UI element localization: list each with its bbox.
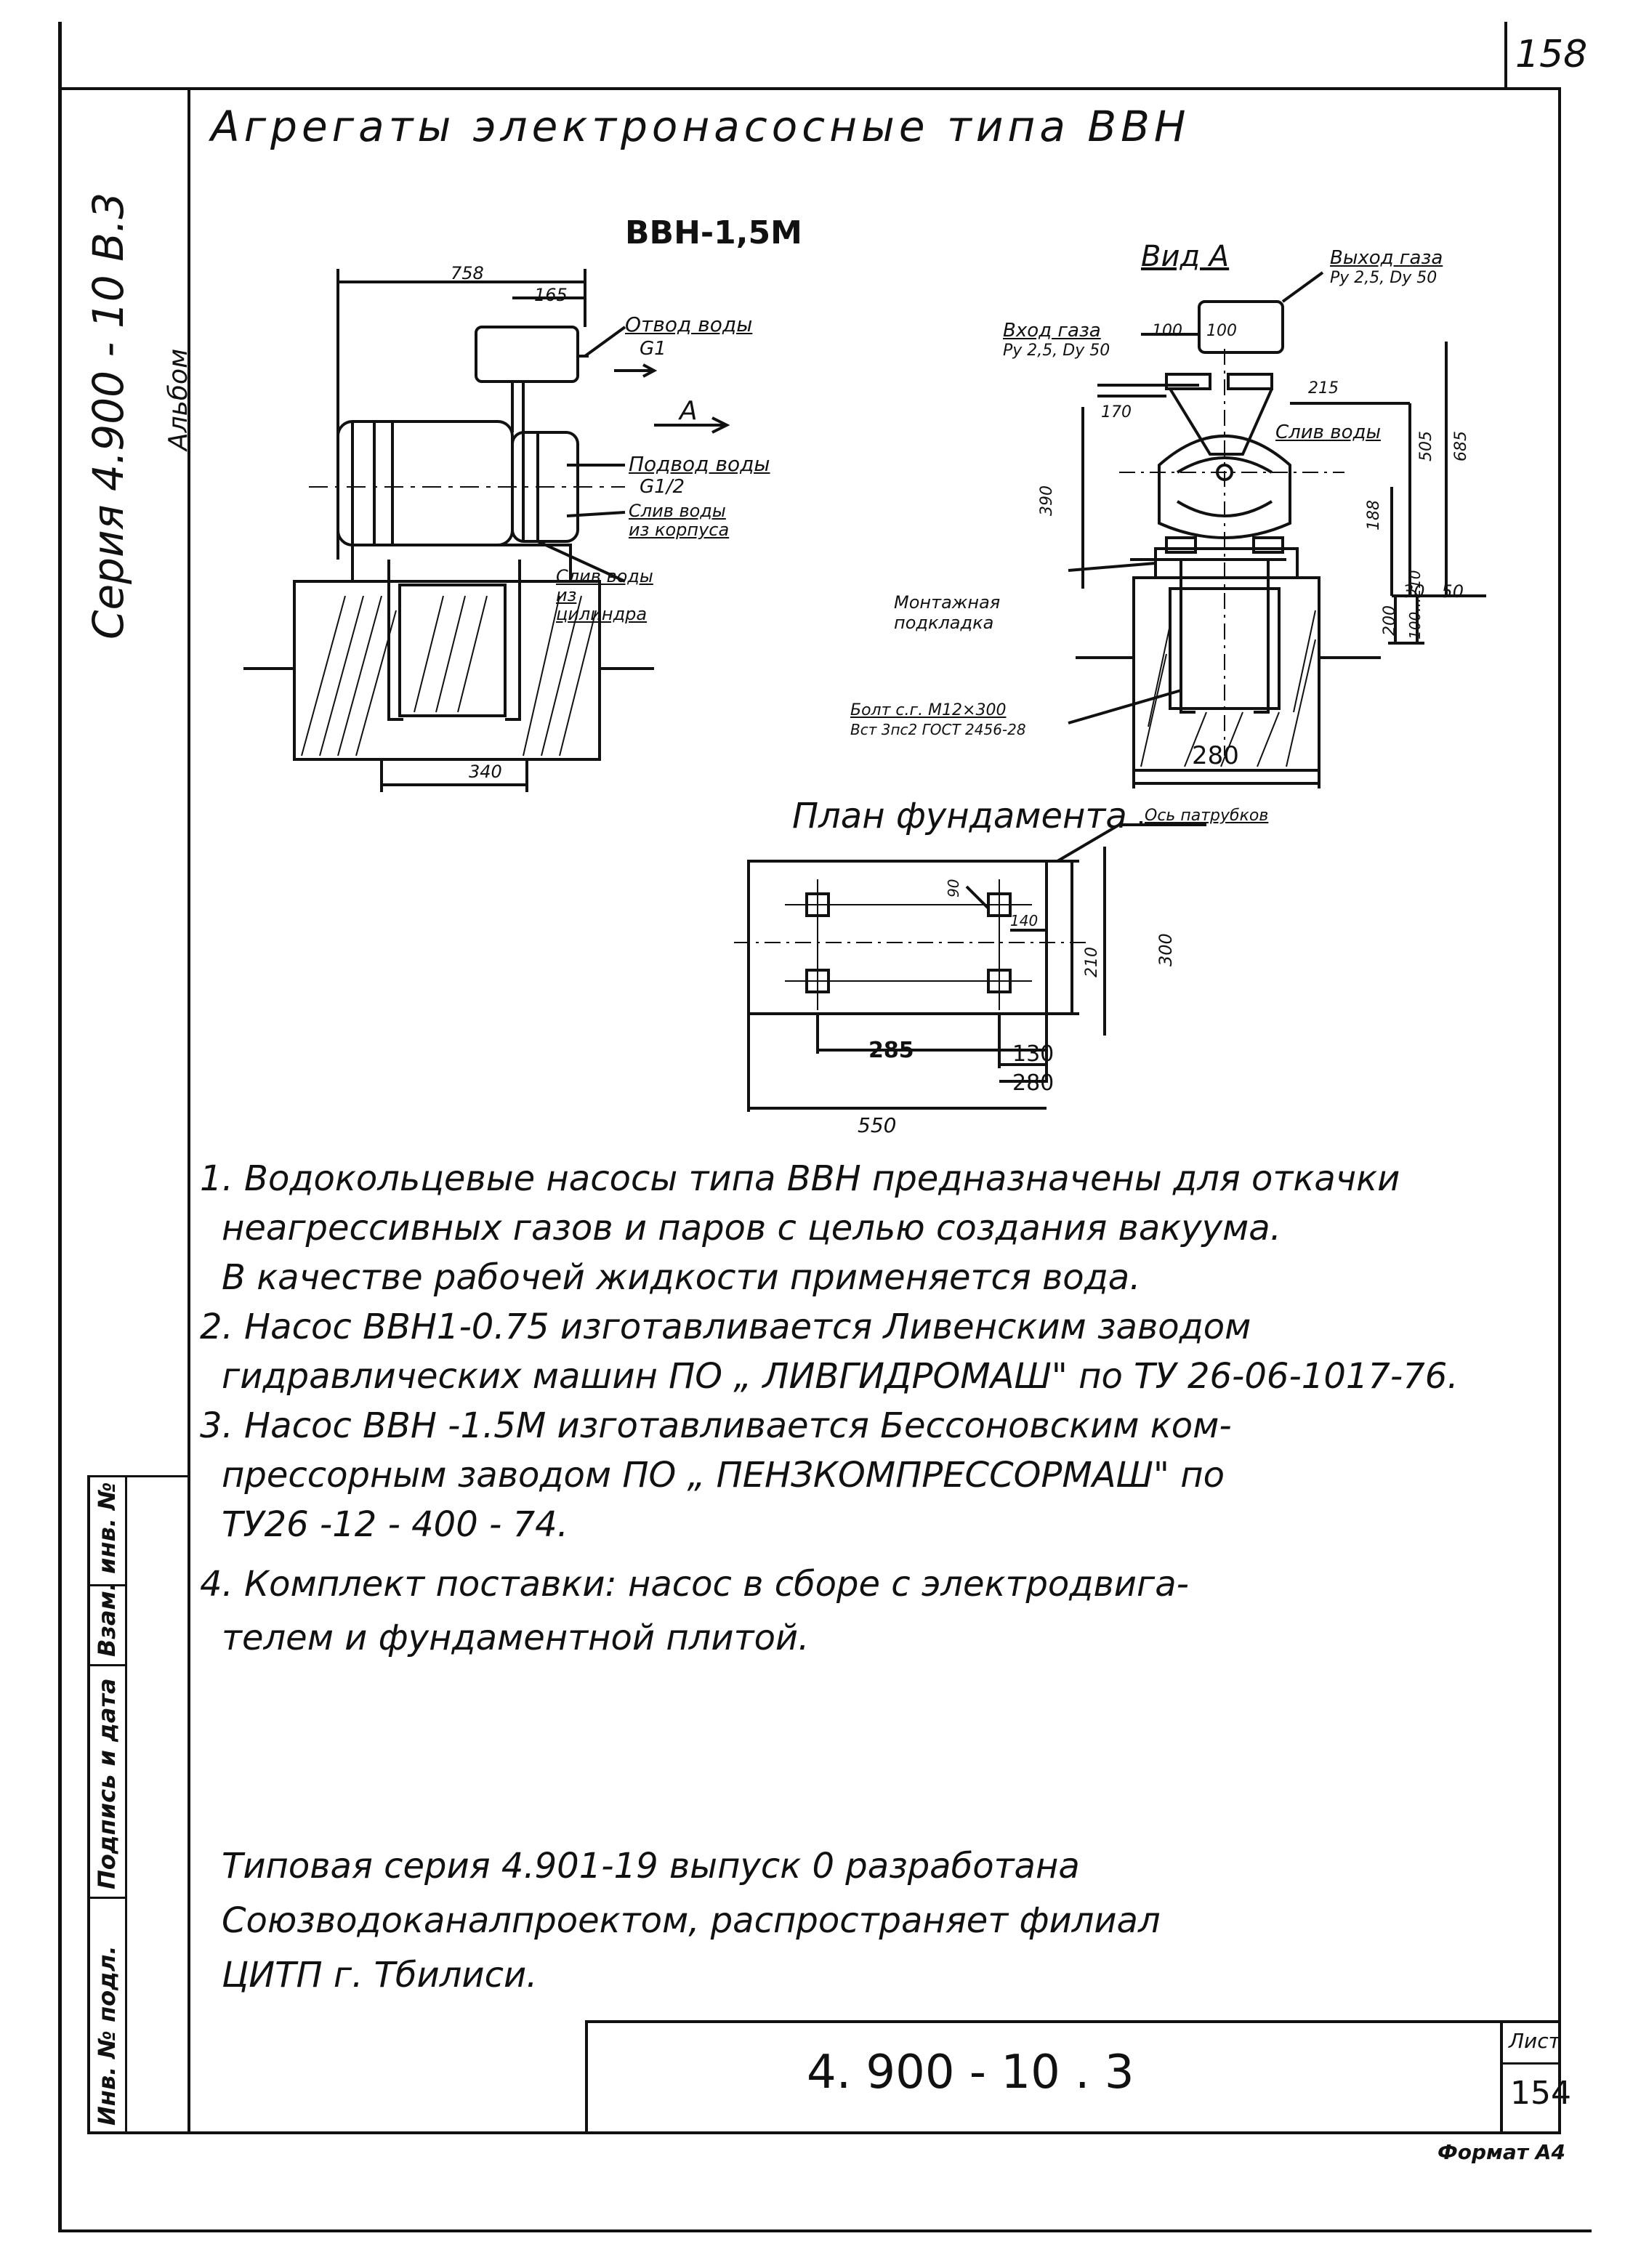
stamp-left-border xyxy=(585,2020,588,2133)
gas-inlet-label: Вход газа xyxy=(1003,320,1101,342)
water-drain-label: Слив воды xyxy=(1275,421,1381,443)
plan-dim-280: 280 xyxy=(1012,1070,1055,1096)
dim-30-50: 30...50 xyxy=(1403,581,1464,602)
sheet-number: 154 xyxy=(1510,2075,1571,2112)
sheet-label: Лист xyxy=(1509,2029,1560,2053)
corner-page-number: 158 xyxy=(1515,33,1588,76)
side-col-mid xyxy=(125,1475,127,2133)
note-line-1: 1. Водокольцевые насосы типа ВВН предназ… xyxy=(200,1158,1400,1199)
note-line-3: В качестве рабочей жидкости применяется … xyxy=(222,1257,1141,1298)
note-line-8: ТУ26 -12 - 400 - 74. xyxy=(222,1504,568,1545)
side-col-left xyxy=(87,1475,90,2133)
dim-390: 390 xyxy=(1038,485,1056,516)
note-line-2: неагрессивных газов и паров с целью созд… xyxy=(222,1208,1281,1248)
inner-border-bottom xyxy=(87,2131,1561,2134)
water-outlet-size: G1 xyxy=(640,338,666,360)
corner-box-left xyxy=(1504,22,1507,90)
side-col-top xyxy=(87,1475,189,1477)
right-view-drawing xyxy=(1068,271,1486,788)
dim-280-view: 280 xyxy=(1192,741,1239,770)
plan-dim-140: 140 xyxy=(1010,912,1039,929)
note-line-5: гидравлических машин ПО „ ЛИВГИДРОМАШ" п… xyxy=(222,1356,1459,1397)
sheet-title: Агрегаты электронасосные типа ВВН xyxy=(211,102,1190,151)
dim-188: 188 xyxy=(1365,500,1383,530)
left-view-title: ВВН-1,5М xyxy=(625,214,802,251)
side-sep-3 xyxy=(87,1584,127,1586)
water-outlet-label: Отвод воды xyxy=(625,312,753,336)
drain-body-label: Слив воды из корпуса xyxy=(629,501,730,540)
inner-border-left xyxy=(188,87,190,2133)
album-label: Альбом xyxy=(164,348,193,451)
dim-505: 505 xyxy=(1417,431,1435,461)
water-supply-size: G1/2 xyxy=(640,476,685,498)
dim-215: 215 xyxy=(1308,379,1339,397)
dim-200: 200 xyxy=(1381,605,1399,636)
stamp-sheet-hline xyxy=(1500,2062,1561,2065)
plan-dim-130: 130 xyxy=(1012,1041,1055,1067)
stamp-top-border xyxy=(585,2020,1561,2023)
plan-dim-550: 550 xyxy=(858,1113,897,1137)
dim-758: 758 xyxy=(451,263,484,283)
side-sep-2 xyxy=(87,1664,127,1666)
plan-leader-label: Ось патрубков xyxy=(1145,807,1269,825)
foundation-plan-drawing xyxy=(734,821,1206,1112)
gas-outlet-spec: Ру 2,5, Dу 50 xyxy=(1330,269,1438,287)
footer-line-3: ЦИТП г. Тбилиси. xyxy=(222,1955,538,1995)
stamp-sheet-divider xyxy=(1500,2020,1503,2133)
arrow-a-label: А xyxy=(680,396,698,426)
doc-number: 4. 900 - 10 . 3 xyxy=(807,2046,1134,2099)
outer-border-left xyxy=(58,22,62,2231)
side-label-inv-podl: Инв. № подл. xyxy=(93,1945,121,2126)
format-label: Формат А4 xyxy=(1438,2140,1565,2164)
bolts-label: Болт с.г. М12×300 xyxy=(850,701,1007,719)
side-label-vzam: Взам. инв. № xyxy=(93,1482,121,1657)
drain-cylinder-label: Слив воды из цилиндра xyxy=(556,566,653,624)
outer-border-bottom xyxy=(58,2229,1592,2232)
series-label: Серия 4.900 - 10 В.3 xyxy=(84,192,133,639)
left-view-drawing xyxy=(243,269,730,792)
dim-100-210: 100...210 xyxy=(1406,570,1424,639)
footer-line-2: Союзводоканалпроектом, распространяет фи… xyxy=(222,1900,1161,1941)
dim-100a: 100 xyxy=(1152,322,1182,340)
dim-100b: 100 xyxy=(1206,322,1237,340)
dim-165: 165 xyxy=(534,285,568,305)
gas-outlet-label: Выход газа xyxy=(1330,247,1443,269)
note-line-10: телем и фундаментной плитой. xyxy=(222,1618,810,1658)
plan-dim-300: 300 xyxy=(1156,933,1176,966)
side-label-podpis: Подпись и дата xyxy=(93,1678,121,1889)
corner-box-bottom xyxy=(1504,87,1561,90)
footer-line-1: Типовая серия 4.901-19 выпуск 0 разработ… xyxy=(222,1846,1080,1886)
plan-dim-285: 285 xyxy=(868,1038,914,1063)
side-sep-1 xyxy=(87,1897,127,1899)
dim-685: 685 xyxy=(1452,431,1470,461)
plan-dim-90: 90 xyxy=(945,879,962,897)
dim-340: 340 xyxy=(469,762,502,782)
outer-border-top xyxy=(58,87,1504,90)
note-line-6: 3. Насос ВВН -1.5М изготавливается Бессо… xyxy=(200,1405,1232,1446)
inner-border-right xyxy=(1558,87,1561,2133)
note-line-4: 2. Насос ВВН1-0.75 изготавливается Ливен… xyxy=(200,1307,1251,1347)
plan-dim-210: 210 xyxy=(1083,947,1101,977)
dim-170: 170 xyxy=(1101,403,1132,421)
plan-title: План фундамента xyxy=(792,796,1127,836)
right-view-title: Вид А xyxy=(1141,240,1230,273)
gas-inlet-spec: Ру 2,5, Dу 50 xyxy=(1003,342,1110,360)
note-line-7: прессорным заводом ПО „ ПЕНЗКОМПРЕССОРМА… xyxy=(222,1455,1225,1496)
bolts-spec: Вст 3пс2 ГОСТ 2456-28 xyxy=(850,721,1026,738)
mount-pad-label: Монтажная подкладка xyxy=(894,592,1001,633)
note-line-9: 4. Комплект поставки: насос в сборе с эл… xyxy=(200,1564,1189,1605)
water-supply-label: Подвод воды xyxy=(629,452,770,476)
